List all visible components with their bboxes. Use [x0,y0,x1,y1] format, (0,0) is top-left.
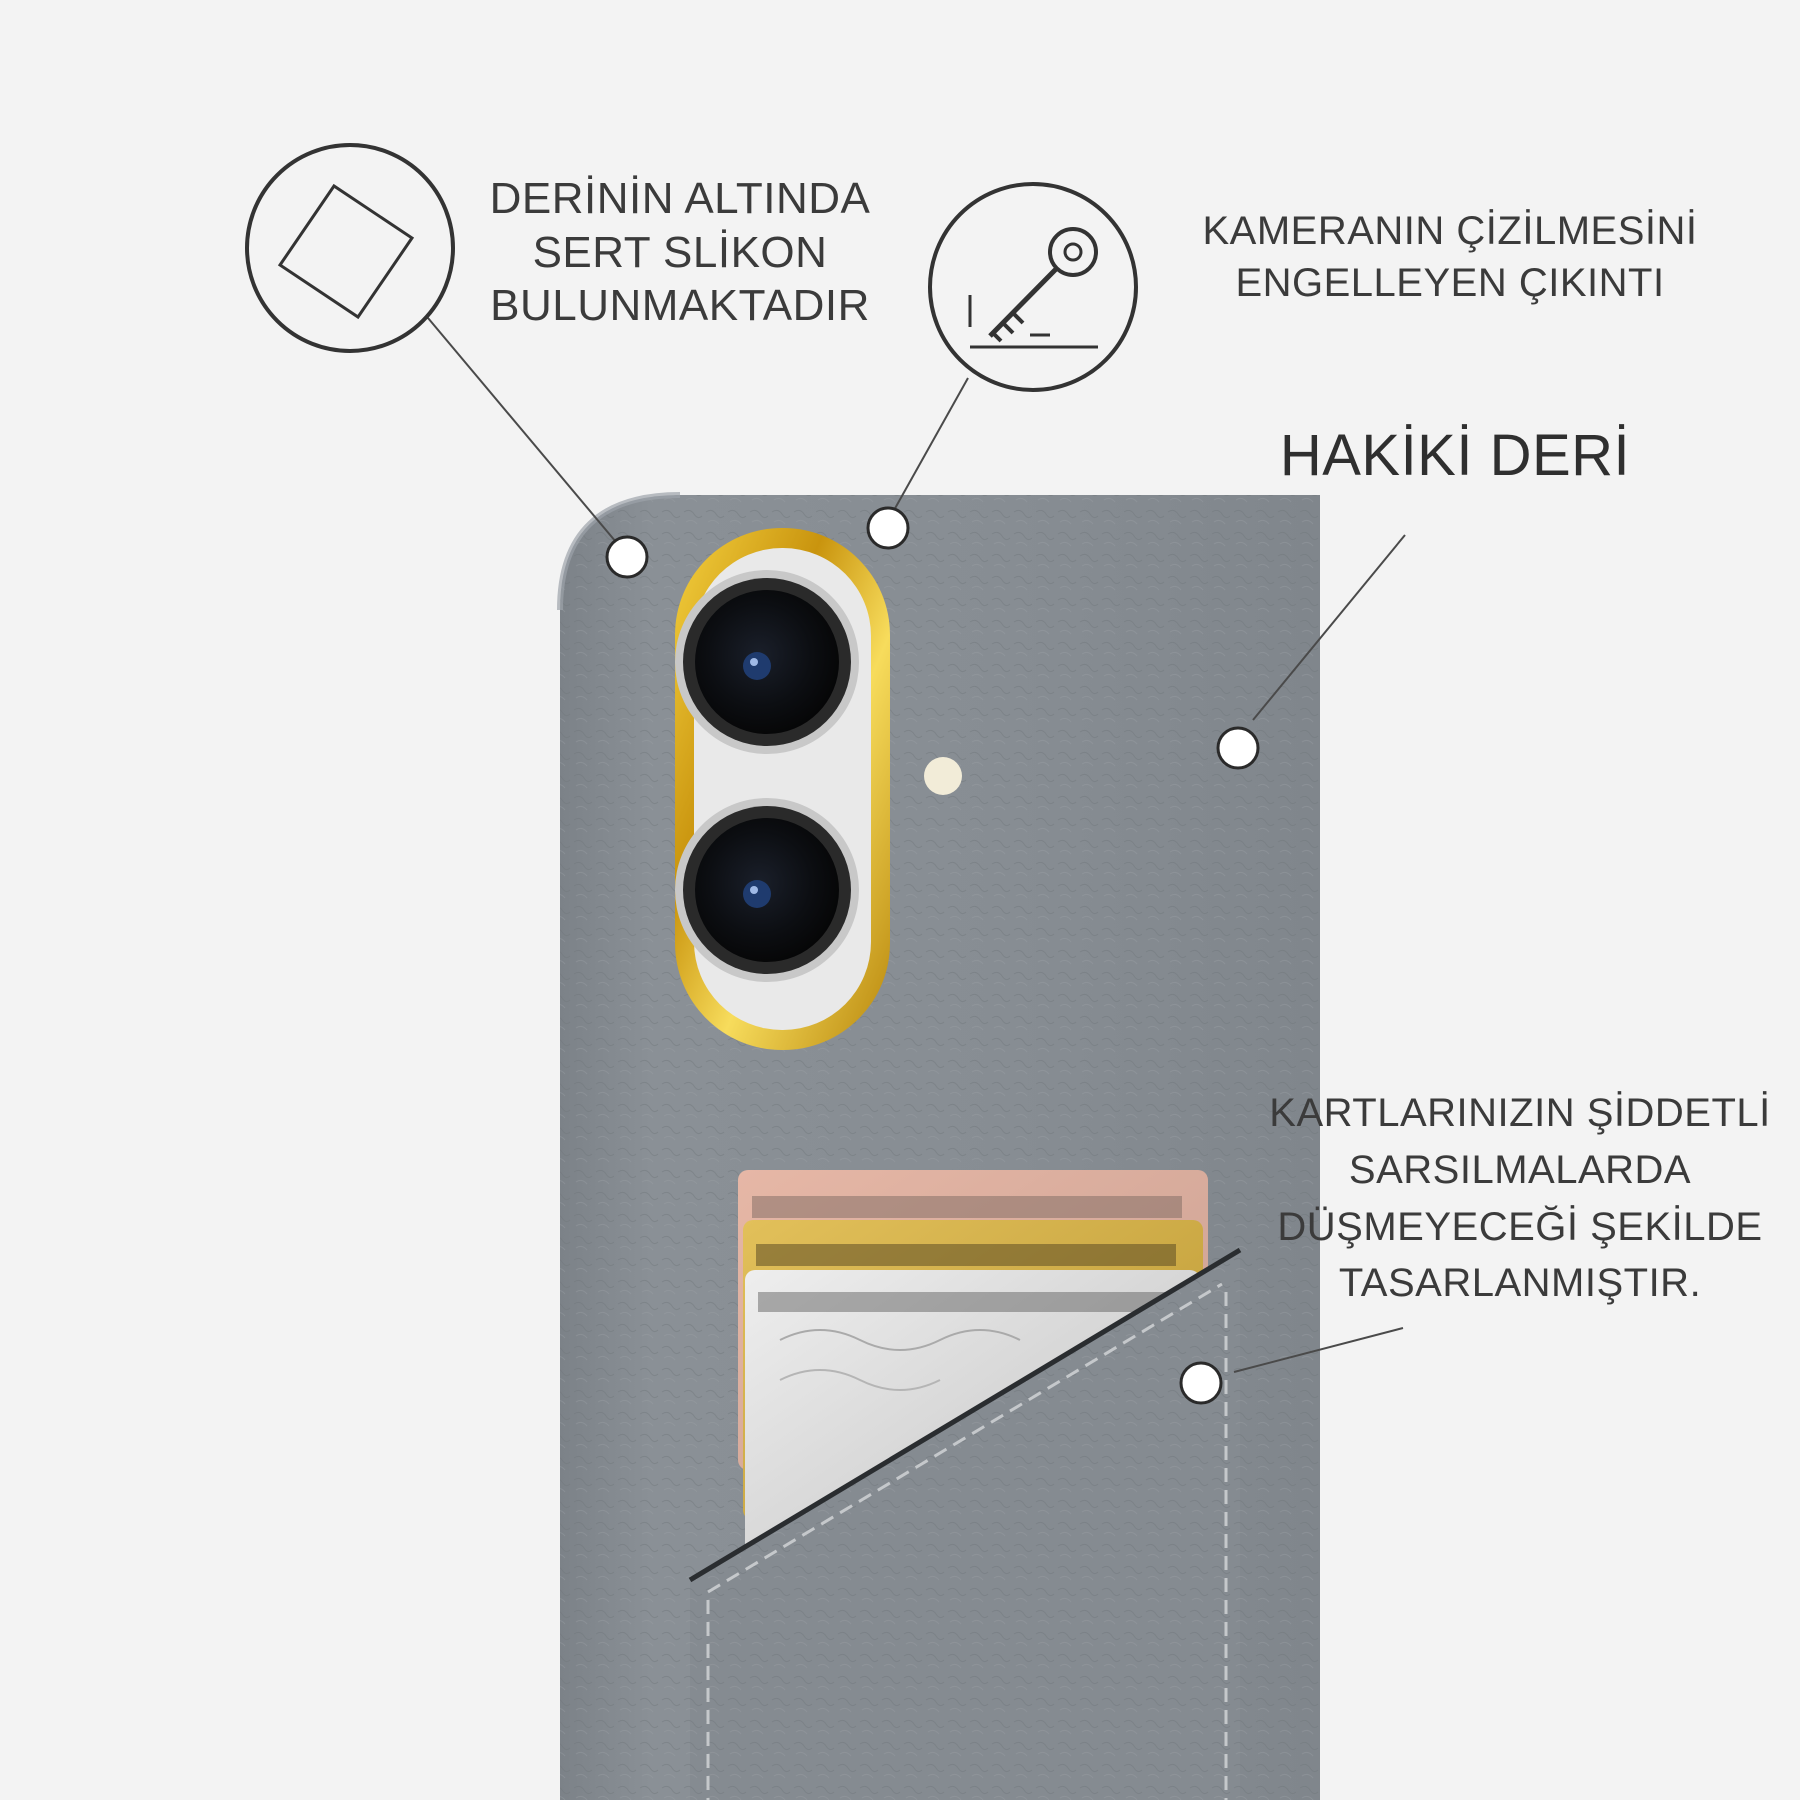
callout-camera-line-1: KAMERANIN ÇİZİLMESİNİ [1202,209,1698,253]
callout-cards-line-2: SARSILMALARDA [1348,1147,1692,1192]
flash-icon [924,757,962,795]
leader-line-leather [1252,534,1406,721]
leader-line-camera [892,377,969,513]
dot-camera [866,506,910,550]
callout-lines [427,317,1406,1373]
dot-silicone [605,535,649,579]
camera-lens-top [675,570,859,754]
callout-silicone-text: DERİNİN ALTINDA SERT SLİKON BULUNMAKTADI… [440,172,920,333]
card-outline-icon [245,143,455,353]
key-scratch-icon [928,182,1138,392]
callout-camera-line-2: ENGELLEYEN ÇIKINTI [1235,261,1665,305]
dot-leather [1216,726,1260,770]
callout-cards-line-4: TASARLANMIŞTIR. [1338,1261,1702,1306]
dot-cards [1179,1361,1223,1405]
callout-silicone-line-2: SERT SLİKON [532,227,828,277]
callout-silicone-line-1: DERİNİN ALTINDA [489,174,871,223]
callout-cards-line-3: DÜŞMEYECEĞİ ŞEKİLDE [1277,1204,1763,1249]
callout-leather-line-1: HAKİKİ DERİ [1279,423,1631,488]
callout-leather-text: HAKİKİ DERİ [1250,418,1660,493]
callout-cards-text: KARTLARINIZIN ŞİDDETLİ SARSILMALARDA DÜŞ… [1240,1085,1800,1312]
callout-camera-text: KAMERANIN ÇİZİLMESİNİ ENGELLEYEN ÇIKINTI [1170,205,1730,309]
callout-dots [605,506,1260,1405]
card-pocket [688,1247,1242,1800]
leader-line-silicone [427,317,617,543]
callout-silicone-line-3: BULUNMAKTADIR [490,281,870,331]
camera-module [675,528,962,1050]
callout-cards-line-1: KARTLARINIZIN ŞİDDETLİ [1269,1091,1771,1135]
camera-lens-bottom [675,798,859,982]
leader-line-cards [1233,1327,1404,1373]
